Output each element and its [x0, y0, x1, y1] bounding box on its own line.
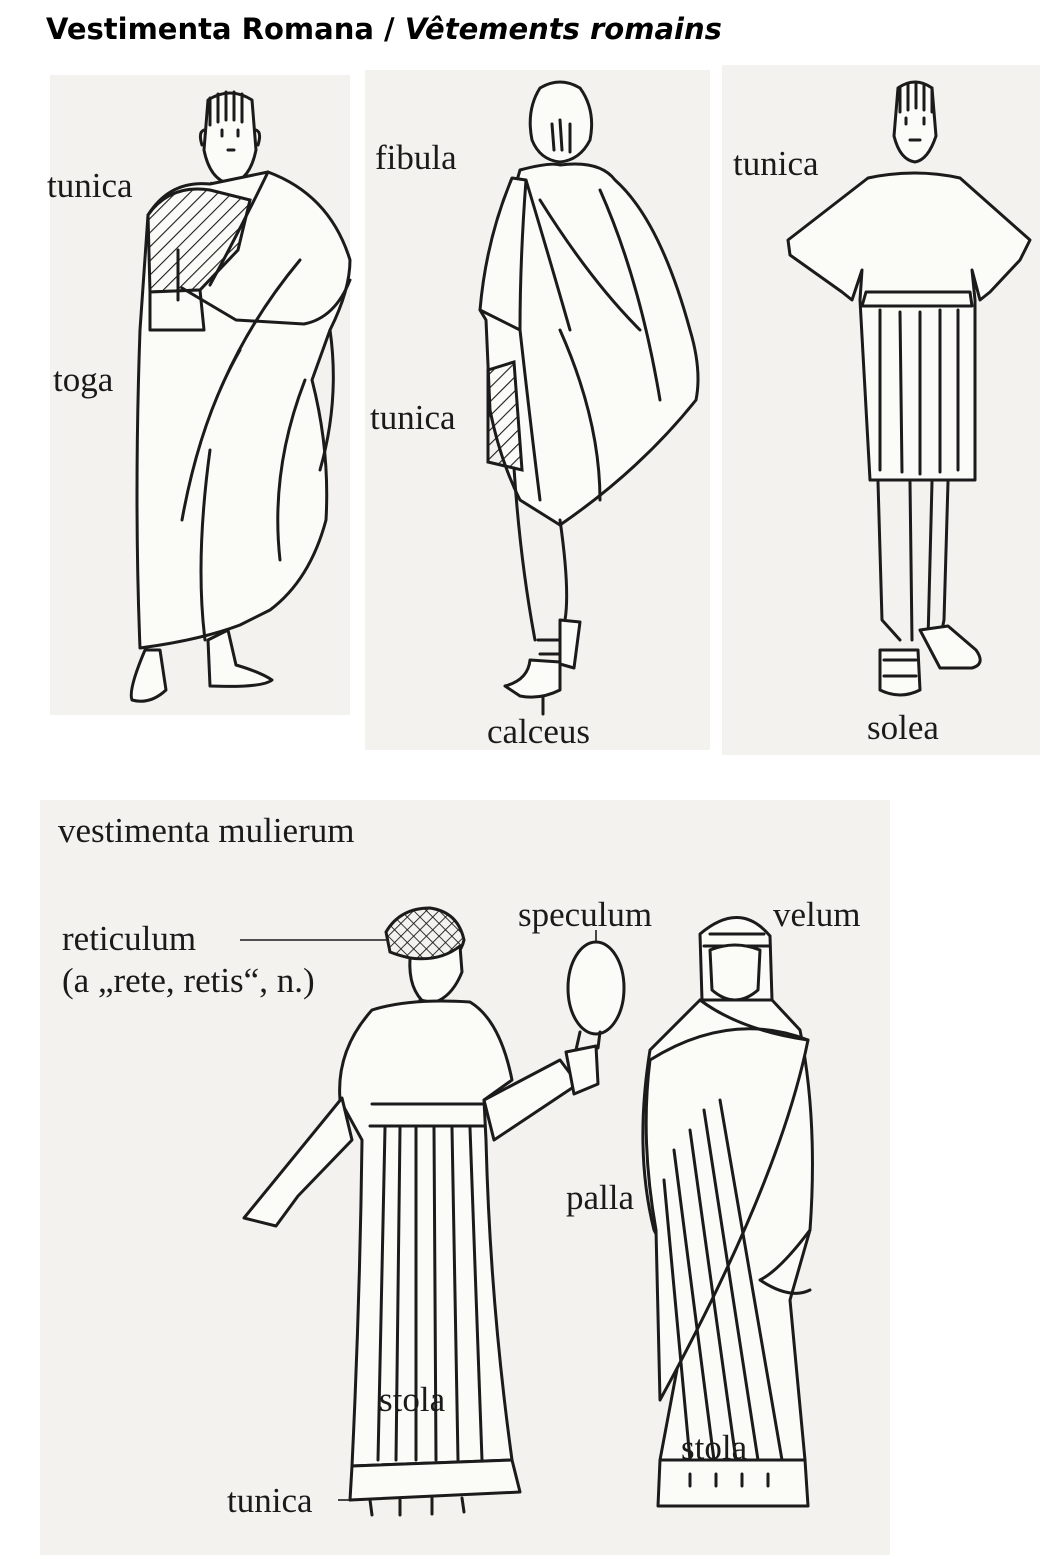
label-fibula: fibula: [375, 138, 457, 177]
label-tunica-figure2: tunica: [370, 398, 456, 437]
label-palla: palla: [566, 1178, 635, 1217]
label-reticulum-note: (a „rete, retis“, n.): [62, 961, 315, 1000]
label-tunica-figure1: tunica: [47, 166, 133, 205]
women-heading: vestimenta mulierum: [58, 811, 355, 850]
title-main: Vestimenta Romana: [46, 12, 374, 46]
page-title: Vestimenta Romana / Vêtements romains: [46, 12, 722, 46]
label-toga: toga: [53, 360, 114, 399]
figure-back-man: [478, 80, 700, 716]
label-speculum: speculum: [518, 895, 653, 934]
label-solea: solea: [867, 708, 939, 747]
leader-lines: [240, 930, 597, 1501]
label-calceus: calceus: [487, 712, 590, 751]
title-translation: Vêtements romains: [404, 12, 722, 46]
label-tunica-figure3: tunica: [733, 144, 819, 183]
figure-toga-man: [129, 90, 352, 703]
figure-tunica-man: [786, 80, 1032, 697]
label-velum: velum: [773, 895, 861, 934]
figure-woman-mirror: [242, 906, 626, 1517]
label-stola-figure2: stola: [681, 1428, 748, 1467]
label-tunica-women: tunica: [227, 1481, 313, 1520]
title-separator: /: [373, 12, 405, 46]
figure-woman-palla: [641, 916, 814, 1508]
label-stola-figure1: stola: [379, 1380, 446, 1419]
label-reticulum: reticulum: [62, 919, 197, 958]
